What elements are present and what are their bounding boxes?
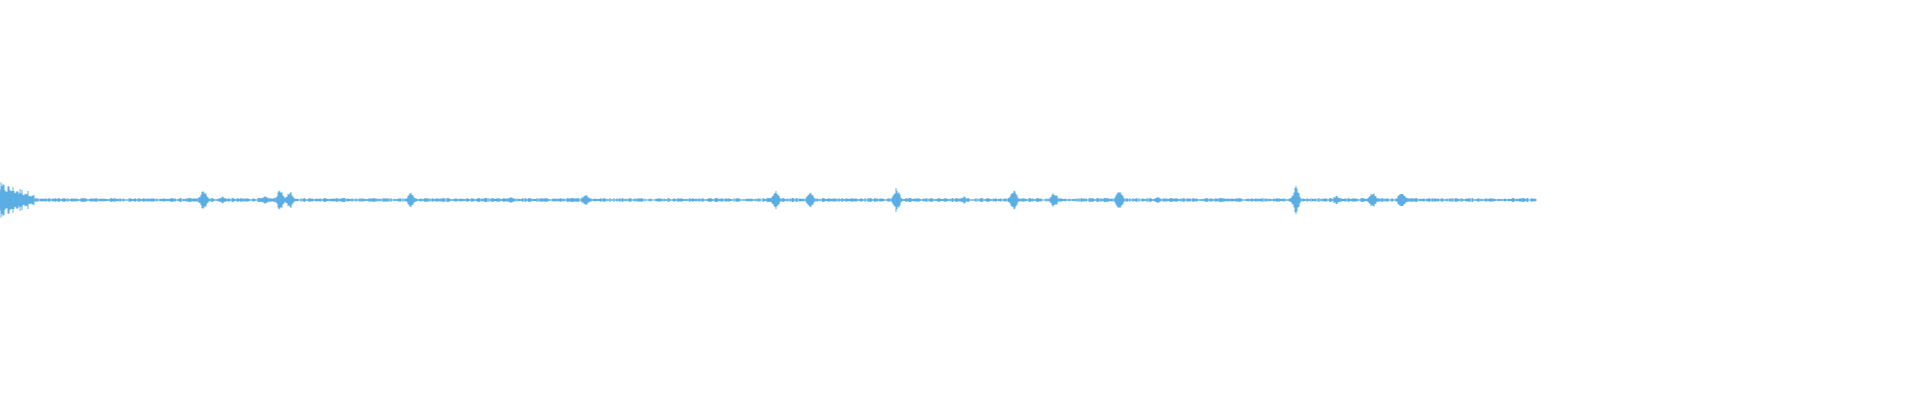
waveform-panel[interactable] [0, 0, 1920, 400]
audio-waveform[interactable] [0, 0, 1920, 400]
